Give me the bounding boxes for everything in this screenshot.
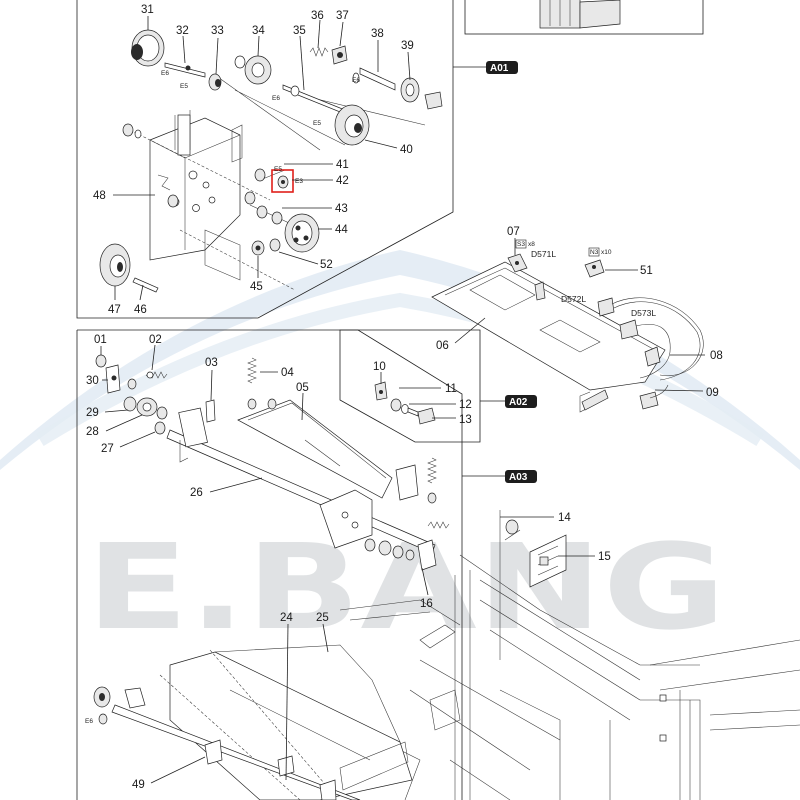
callout-05: 05 xyxy=(296,382,309,394)
callout-30: 30 xyxy=(86,375,99,387)
top-right-detail-box xyxy=(464,0,704,35)
section-a03-outline xyxy=(77,329,463,800)
callout-35: 35 xyxy=(293,25,306,37)
label-d573l: D573L xyxy=(631,308,656,318)
label-d571l: D571L xyxy=(531,249,556,259)
label-e5-b: E5 xyxy=(313,120,321,127)
callout-42: 42 xyxy=(336,175,349,187)
label-e6-a: E6 xyxy=(161,70,169,77)
a03-callouts: 01 02 03 04 05 30 29 28 27 26 14 15 16 2… xyxy=(85,334,611,791)
callout-33: 33 xyxy=(211,25,224,37)
callout-28: 28 xyxy=(86,426,99,438)
callout-04: 04 xyxy=(281,367,294,379)
callout-51: 51 xyxy=(640,265,653,277)
callout-15: 15 xyxy=(598,551,611,563)
callout-49: 49 xyxy=(132,779,145,791)
callout-32: 32 xyxy=(176,25,189,37)
a01-callouts: 31 32 33 34 35 36 37 38 39 40 41 42 43 4… xyxy=(93,4,414,316)
tray-assembly xyxy=(93,644,413,800)
tag-a01: A01 xyxy=(486,61,518,74)
tag-a01-text: A01 xyxy=(490,63,509,74)
label-e6-b: E6 xyxy=(272,95,280,102)
label-e6-c: E6 xyxy=(352,77,360,84)
callout-08: 12 xyxy=(459,399,472,411)
callout-14: 14 xyxy=(558,512,571,524)
callout-46: 46 xyxy=(134,304,147,316)
tag-a03: A03 xyxy=(505,470,537,483)
callout-52: 52 xyxy=(320,259,333,271)
a01-leaders xyxy=(113,16,411,301)
callout-29: 29 xyxy=(86,407,99,419)
callout-09: 13 xyxy=(459,414,472,426)
label-s3-qty: x8 xyxy=(528,241,535,248)
callout-48: 48 xyxy=(93,190,106,202)
label-e5-c: E5 xyxy=(274,166,282,173)
callout-12: 08 xyxy=(710,350,723,362)
callout-37: 37 xyxy=(336,10,349,22)
label-e3: E3 xyxy=(295,178,303,185)
a01-parts xyxy=(99,29,443,293)
callout-26: 26 xyxy=(190,487,203,499)
a02-leaders xyxy=(380,372,456,419)
callout-43: 43 xyxy=(335,203,348,215)
callout-40: 40 xyxy=(400,144,413,156)
callout-03: 03 xyxy=(205,357,218,369)
callout-25: 25 xyxy=(316,612,329,624)
a03-leaders xyxy=(100,344,595,784)
label-e5-a: E5 xyxy=(180,83,188,90)
tag-a02-text: A02 xyxy=(509,397,528,408)
callout-41: 41 xyxy=(336,159,349,171)
label-n3: N3 xyxy=(590,249,599,256)
callout-24: 24 xyxy=(280,612,293,624)
tag-a02: A02 xyxy=(505,395,537,408)
callout-06: 10 xyxy=(373,361,386,373)
callout-27: 27 xyxy=(101,443,114,455)
callout-38: 38 xyxy=(371,28,384,40)
circuit-board-assembly xyxy=(431,253,704,413)
a02-parts xyxy=(374,381,436,425)
section-a02-outline xyxy=(339,329,481,443)
callout-07: 11 xyxy=(445,383,457,395)
a03-parts xyxy=(95,354,567,588)
callout-02: 02 xyxy=(149,334,162,346)
main-chassis xyxy=(339,510,800,800)
callout-34: 34 xyxy=(252,25,265,37)
callout-36: 36 xyxy=(311,10,324,22)
callout-01: 01 xyxy=(94,334,107,346)
label-n3-qty: x10 xyxy=(601,249,612,256)
label-d572l: D572L xyxy=(561,294,586,304)
callout-44: 44 xyxy=(335,224,348,236)
callout-31: 31 xyxy=(141,4,154,16)
callout-13: 09 xyxy=(706,387,719,399)
board-leaders xyxy=(454,238,705,392)
tag-a03-text: A03 xyxy=(509,472,528,483)
callout-39: 39 xyxy=(401,40,414,52)
callout-11: 07 xyxy=(507,226,520,238)
section-a01-outline xyxy=(76,0,454,319)
a02-callouts: 10 11 12 13 xyxy=(373,361,472,426)
callout-16: 16 xyxy=(420,598,433,610)
label-s3: S3 xyxy=(517,241,525,248)
callout-45: 45 xyxy=(250,281,263,293)
board-callouts: 06 07 08 09 51 S3 x8 N3 x10 D571L D572L … xyxy=(436,226,723,399)
callout-10: 06 xyxy=(436,340,449,352)
label-e6-d: E6 xyxy=(85,718,93,725)
callout-47: 47 xyxy=(108,304,121,316)
